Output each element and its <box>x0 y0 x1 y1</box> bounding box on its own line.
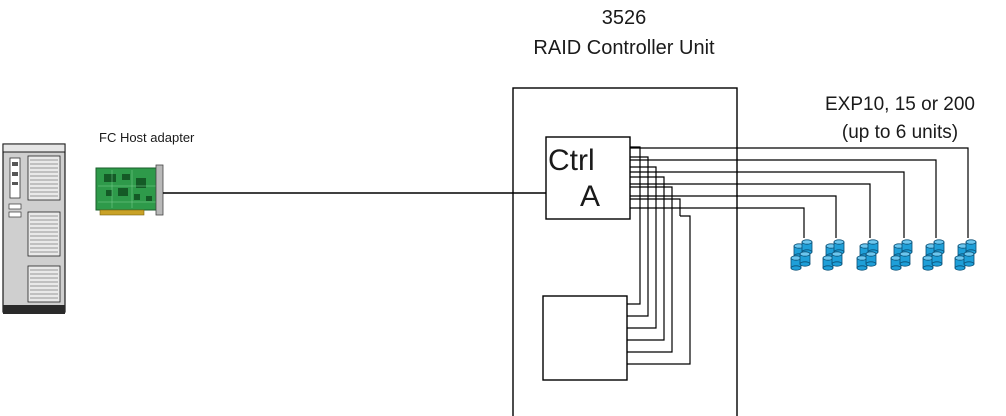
ctrl-a-label-line1: Ctrl <box>548 144 595 177</box>
disk-stack-icon <box>856 239 879 271</box>
ctrl-a-module <box>545 136 631 220</box>
controller-b-module <box>542 295 628 381</box>
expansion-units <box>790 239 977 271</box>
host-adapter-label: FC Host adapter <box>99 130 195 145</box>
server-tower-icon <box>2 143 66 314</box>
disk-stack-icon <box>922 239 945 271</box>
controller-name-label: RAID Controller Unit <box>533 37 715 59</box>
fc-host-adapter-card-icon <box>95 164 164 216</box>
controller-model-label: 3526 <box>602 7 647 29</box>
expansion-note-label: (up to 6 units) <box>842 122 958 143</box>
raid-controller-chassis <box>512 87 738 416</box>
disk-stack-icon <box>822 239 845 271</box>
disk-stack-icon <box>954 239 977 271</box>
disk-stack-icon <box>890 239 913 271</box>
drive-channel-wiring <box>627 146 969 365</box>
ctrl-a-label-line2: A <box>580 180 600 213</box>
expansion-label: EXP10, 15 or 200 <box>825 94 975 115</box>
disk-stack-icon <box>790 239 813 271</box>
